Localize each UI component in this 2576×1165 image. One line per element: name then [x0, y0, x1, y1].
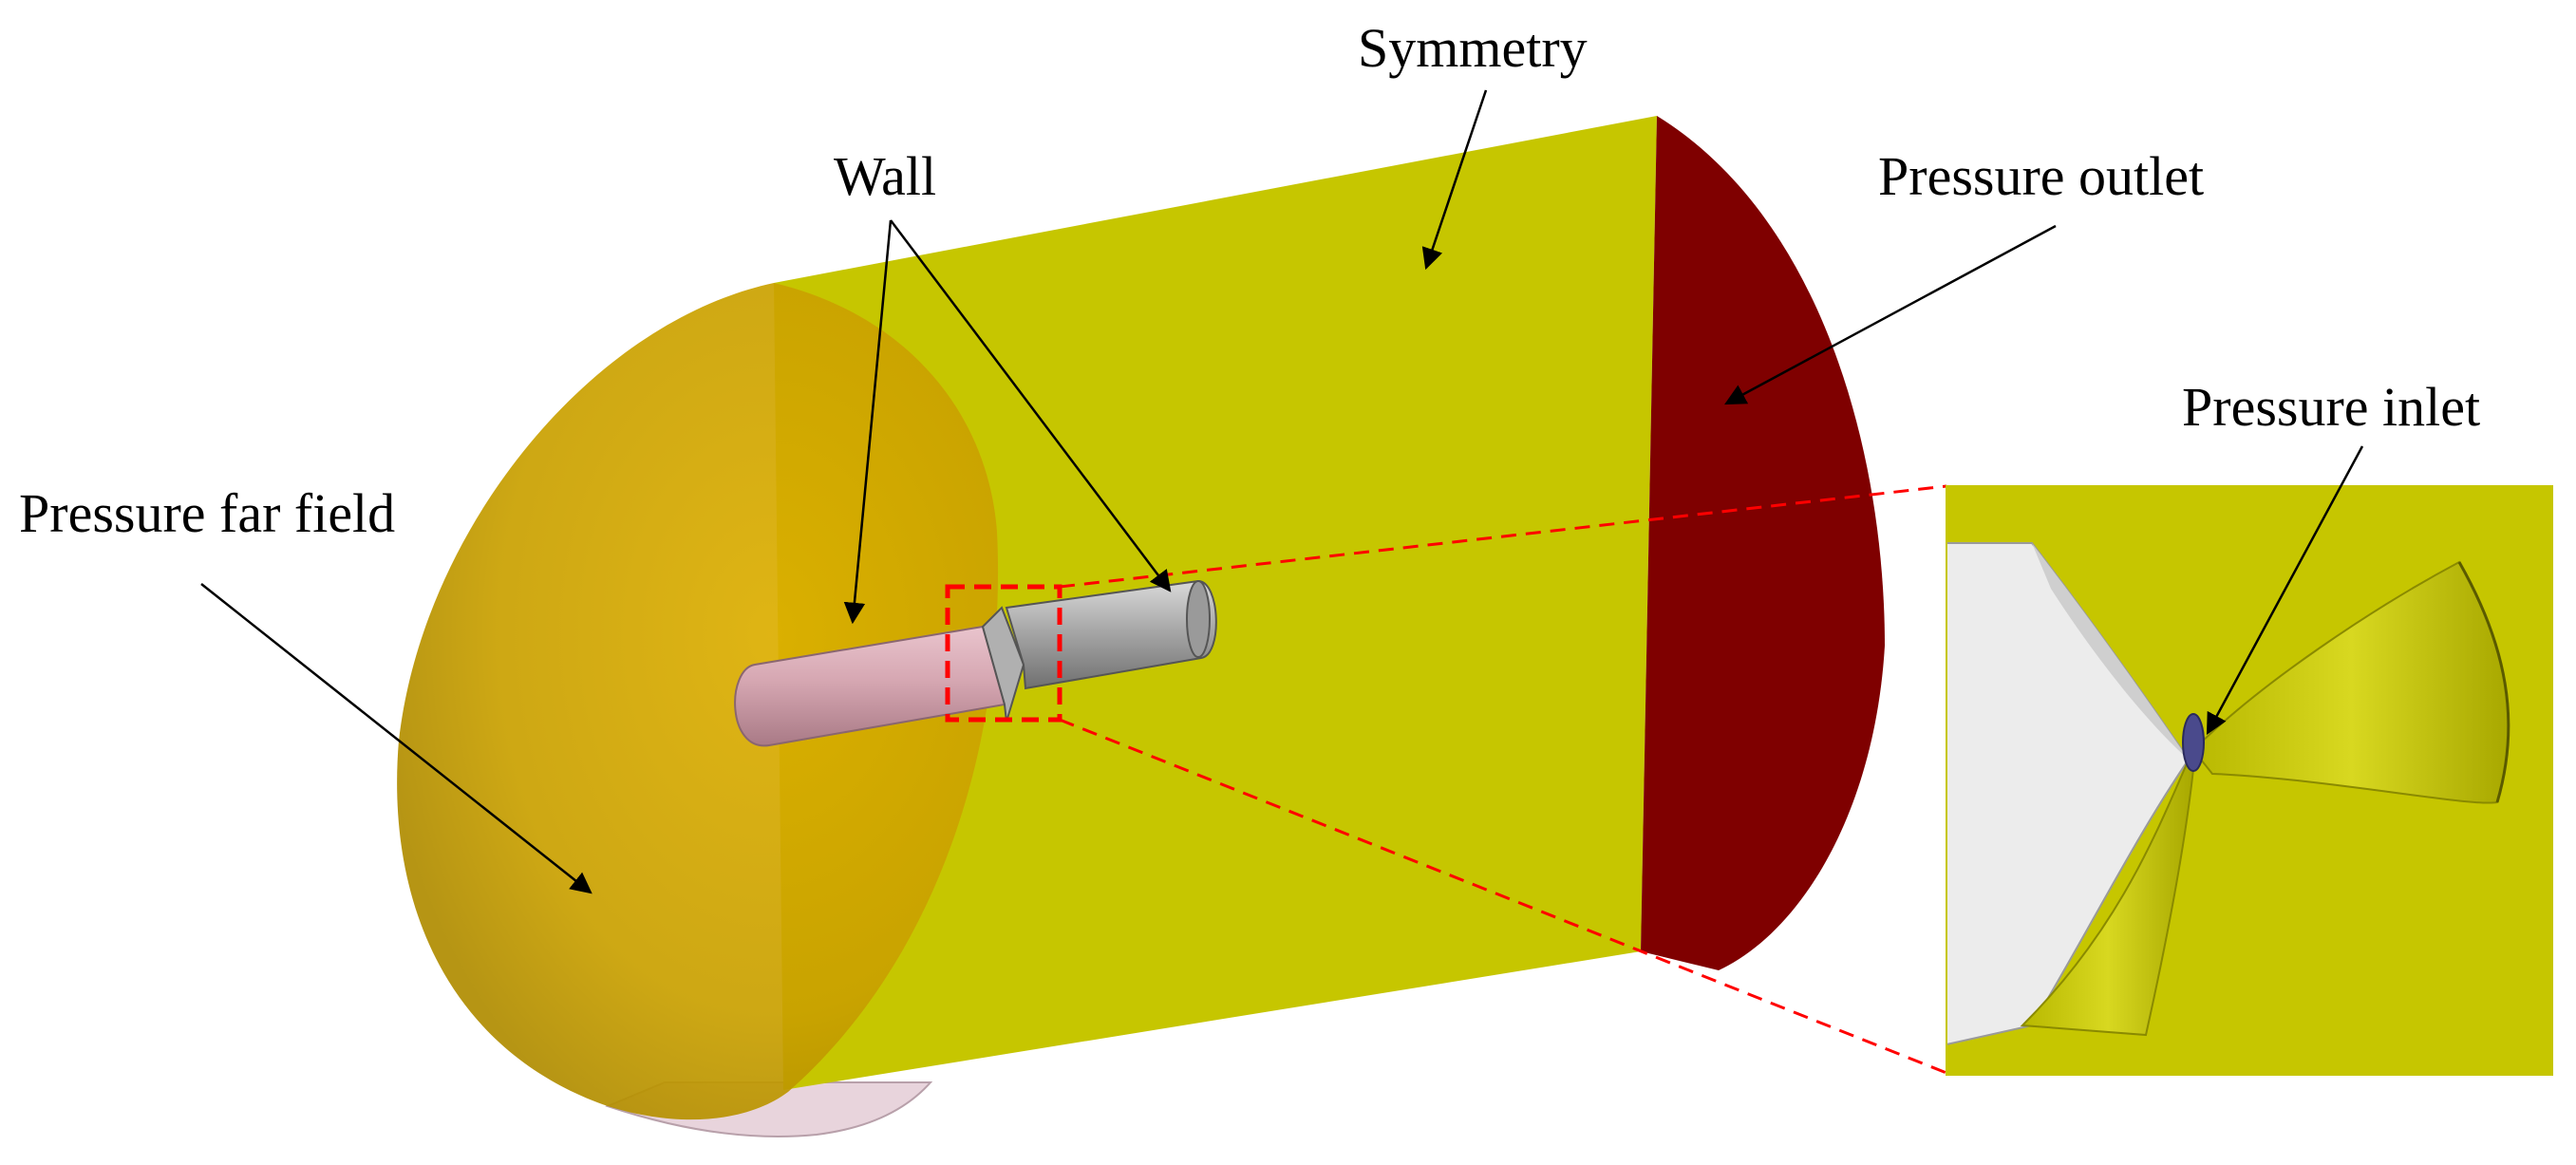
projectile-front: [734, 625, 1006, 747]
pressure-far-field-face: [397, 283, 999, 1120]
zoom-line-bottom: [1059, 718, 1947, 1075]
label-symmetry: Symmetry: [1358, 17, 1588, 79]
label-pressure-far-field: Pressure far field: [19, 482, 395, 544]
arrow-wall-front: [843, 219, 893, 625]
pressure-outlet-face: [1641, 116, 1885, 970]
zoom-inset: [1946, 486, 2552, 1075]
arrow-pressure-outlet: [1724, 224, 2057, 405]
projectile-throat: [981, 606, 1025, 723]
projectile-rear-end: [1186, 580, 1211, 658]
zoom-box: [945, 584, 1062, 723]
arrow-pressure-far-field: [200, 583, 592, 894]
arrow-symmetry: [1421, 89, 1488, 271]
label-pressure-outlet: Pressure outlet: [1878, 145, 2204, 207]
inset-cone-rim: [2457, 561, 2510, 803]
pressure-inlet-face: [2182, 713, 2205, 772]
arrow-pressure-inlet: [2206, 445, 2364, 735]
label-pressure-inlet: Pressure inlet: [2182, 376, 2480, 438]
inset-lower-cone: [2020, 757, 2195, 1037]
inset-nozzle-shade: [2032, 543, 2189, 760]
zoom-line-top: [1059, 484, 1947, 589]
inset-border: [1946, 485, 2553, 1076]
arrow-wall-rear: [890, 219, 1172, 592]
label-wall: Wall: [834, 145, 936, 207]
